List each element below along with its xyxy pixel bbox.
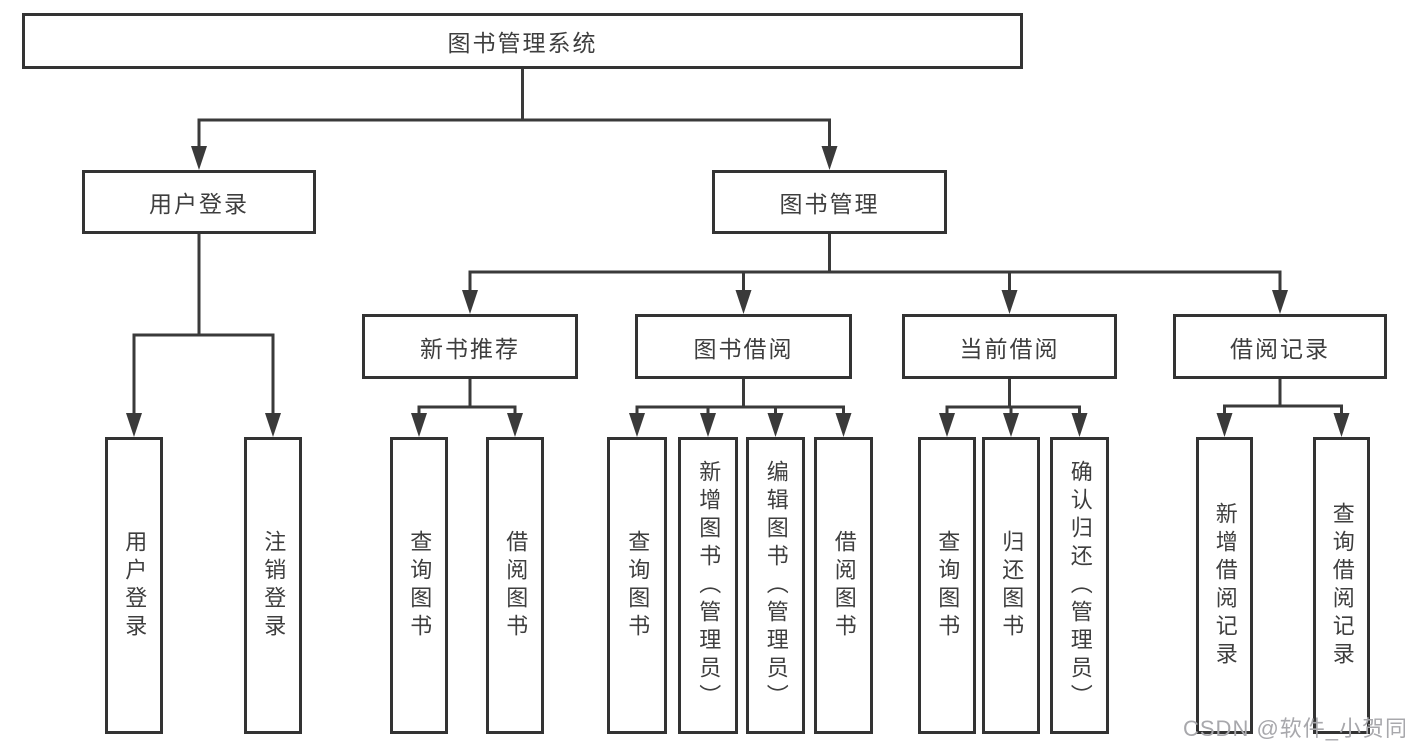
node-current-borrowing: 当前借阅 [902,314,1117,379]
leaf-user-login: 用户登录 [105,437,163,734]
node-book-management: 图书管理 [712,170,947,234]
leaf-edit-book-admin: 编辑图书（管理员） [746,437,805,734]
node-label: 借阅图书 [503,529,529,642]
leaf-query-books-current: 查询图书 [918,437,976,734]
node-label: 查询图书 [407,529,433,642]
node-borrowing-records: 借阅记录 [1173,314,1387,379]
node-label: 借阅图书 [831,529,857,642]
leaf-query-books-recommend: 查询图书 [390,437,448,734]
leaf-return-book: 归还图书 [982,437,1040,734]
leaf-borrow-books-recommend: 借阅图书 [486,437,544,734]
node-label: 归还图书 [999,529,1025,642]
node-label: 新增借阅记录 [1212,501,1238,670]
node-library-management-system: 图书管理系统 [22,13,1023,69]
leaf-confirm-return-admin: 确认归还（管理员） [1050,437,1109,734]
leaf-query-books-borrow: 查询图书 [607,437,667,734]
node-label: 借阅记录 [1230,335,1330,362]
node-label: 用户登录 [122,529,148,642]
node-label: 查询图书 [625,529,651,642]
node-user-login: 用户登录 [82,170,316,234]
node-label: 图书借阅 [693,335,794,362]
node-label: 确认归还（管理员） [1067,459,1093,712]
node-book-borrowing: 图书借阅 [635,314,852,379]
node-label: 用户登录 [149,191,249,217]
node-label: 图书管理 [779,191,880,217]
node-label: 图书管理系统 [447,30,598,56]
leaf-add-book-admin: 新增图书（管理员） [678,437,738,734]
node-label: 编辑图书（管理员） [763,459,789,712]
node-new-book-recommendation: 新书推荐 [362,314,578,379]
leaf-query-borrow-record: 查询借阅记录 [1313,437,1370,734]
node-label: 注销登录 [261,529,287,642]
leaf-borrow-book: 借阅图书 [814,437,873,734]
node-label: 查询借阅记录 [1329,501,1355,670]
leaf-logout: 注销登录 [244,437,302,734]
csdn-watermark: CSDN @软件_小贺同学 [1183,716,1405,741]
leaf-add-borrow-record: 新增借阅记录 [1196,437,1253,734]
node-label: 当前借阅 [959,335,1060,362]
node-label: 新书推荐 [420,335,520,362]
node-label: 查询图书 [935,529,961,642]
node-label: 新增图书（管理员） [696,459,722,712]
